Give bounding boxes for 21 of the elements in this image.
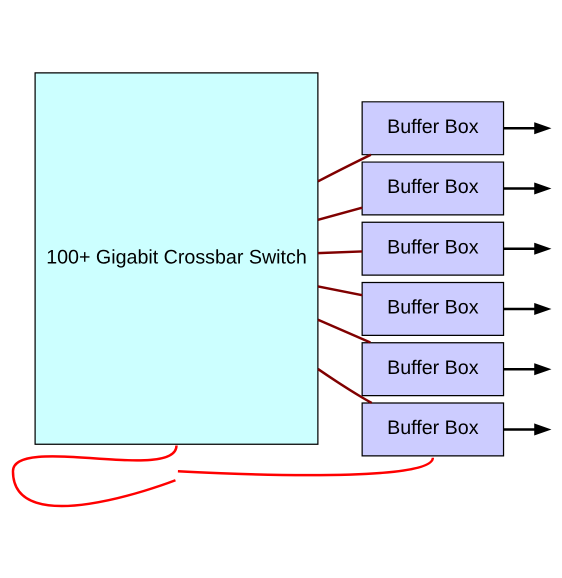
node-box: Buffer Box [362,221,504,276]
node-box: Buffer Box [362,402,504,456]
arrow [504,302,552,315]
connector [318,284,362,296]
node-box: Buffer Box [362,342,504,396]
connector [318,206,362,221]
node-box: Buffer Box [362,100,504,155]
arrow [504,242,552,254]
arrow [504,122,552,134]
connector [318,250,362,254]
connector [318,318,371,344]
node-box: Buffer Box [362,281,504,336]
arrow [504,362,552,375]
arrow [504,182,552,194]
connector [12,444,178,506]
node-box: 100+ Gigabit Crossbar Switch [34,72,318,444]
arrow [504,422,552,435]
connector [318,153,372,182]
node-box: Buffer Box [362,160,504,216]
connector [178,456,434,476]
connector [317,368,372,404]
